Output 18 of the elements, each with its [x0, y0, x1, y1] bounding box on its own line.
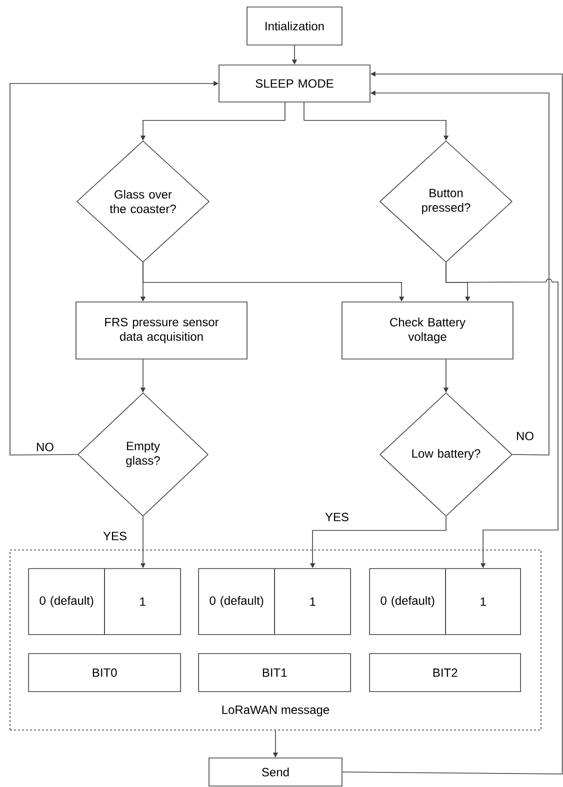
edge-label: NO: [515, 430, 535, 442]
process-box: SLEEP MODE: [218, 64, 370, 102]
process-box: 0 (default): [198, 568, 275, 635]
edge-label: YES: [102, 530, 128, 542]
edge-label: NO: [35, 442, 55, 452]
process-box: FRS pressure sensor data acquisition: [76, 302, 248, 360]
process-box: Intialization: [246, 6, 342, 46]
process-box: 0 (default): [369, 568, 446, 635]
process-box: 1: [274, 568, 351, 635]
process-box: BIT0: [28, 653, 181, 692]
edge-label: YES: [324, 512, 350, 522]
process-box: BIT2: [369, 653, 521, 692]
process-box: 0 (default): [28, 568, 105, 635]
process-box: 1: [104, 568, 181, 635]
process-box: Check Battery voltage: [342, 302, 514, 360]
process-box: BIT1: [198, 653, 351, 692]
process-box: Send: [208, 758, 342, 786]
process-box: 1: [445, 568, 521, 635]
